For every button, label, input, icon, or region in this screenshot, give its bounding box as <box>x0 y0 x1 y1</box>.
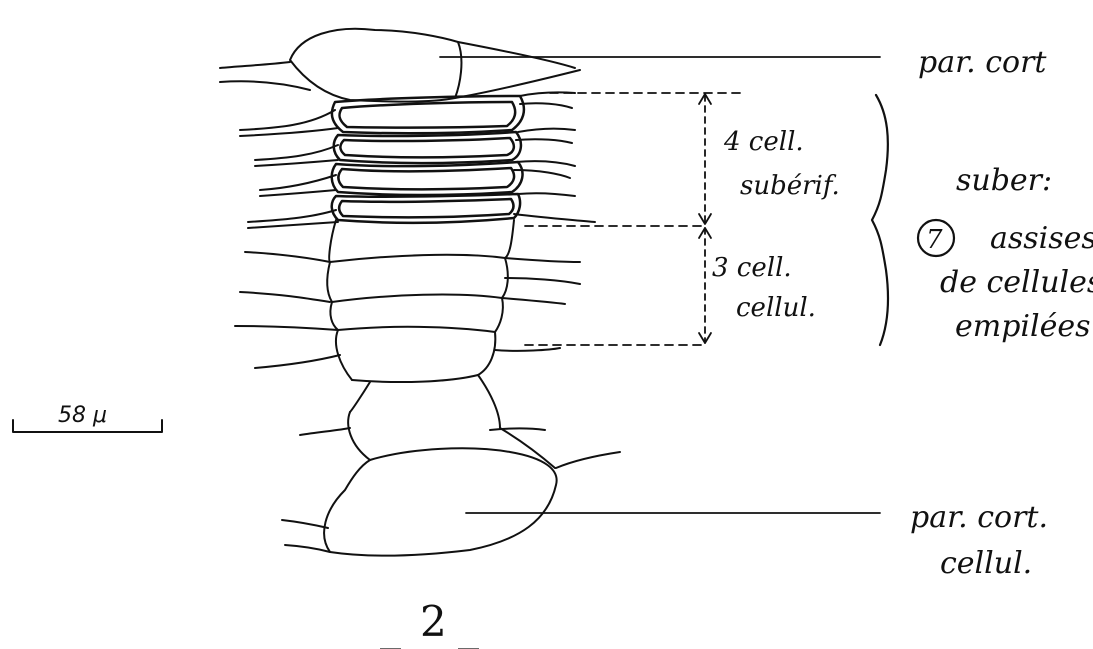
suber-fibres-right <box>514 92 595 222</box>
label-suber-title: suber: <box>956 163 1052 198</box>
scale-bar-label: 58 μ <box>58 403 107 428</box>
label-top-cortex: par. cort <box>918 45 1047 80</box>
label-bottom-cortex-line1: par. cort. <box>910 500 1048 535</box>
label-suberized-line2: subérif. <box>740 171 840 201</box>
figure-dash-right: _ <box>458 601 479 649</box>
cellulosic-fibres-left <box>235 252 350 435</box>
suberized-cells <box>332 96 524 223</box>
label-bottom-cortex-line2: cellul. <box>940 546 1032 581</box>
cellulosic-fibres-right <box>490 258 580 430</box>
label-cellulosic-line2: cellul. <box>736 293 816 323</box>
cortex-fibre <box>220 81 310 90</box>
label-suber-line2: de cellules <box>940 265 1093 300</box>
suber-fibres-left <box>240 110 338 228</box>
cellulosic-dimension <box>699 228 711 343</box>
label-suber-count: 7 <box>926 225 943 255</box>
bottom-cortex-cell <box>282 448 620 555</box>
label-suberized-line1: 4 cell. <box>723 127 804 157</box>
label-suber-line3: empilées <box>955 309 1091 344</box>
label-cellulosic-line1: 3 cell. <box>712 253 792 283</box>
suber-brace <box>872 95 888 345</box>
suberized-dimension <box>699 94 711 224</box>
cortex-fibre <box>220 62 290 68</box>
label-suber-line1: assises <box>990 221 1093 256</box>
cellulosic-cells <box>327 220 555 468</box>
figure-dash-left: _ <box>380 601 401 649</box>
top-cortex-cell <box>290 29 580 102</box>
figure-number: 2 <box>420 597 447 646</box>
